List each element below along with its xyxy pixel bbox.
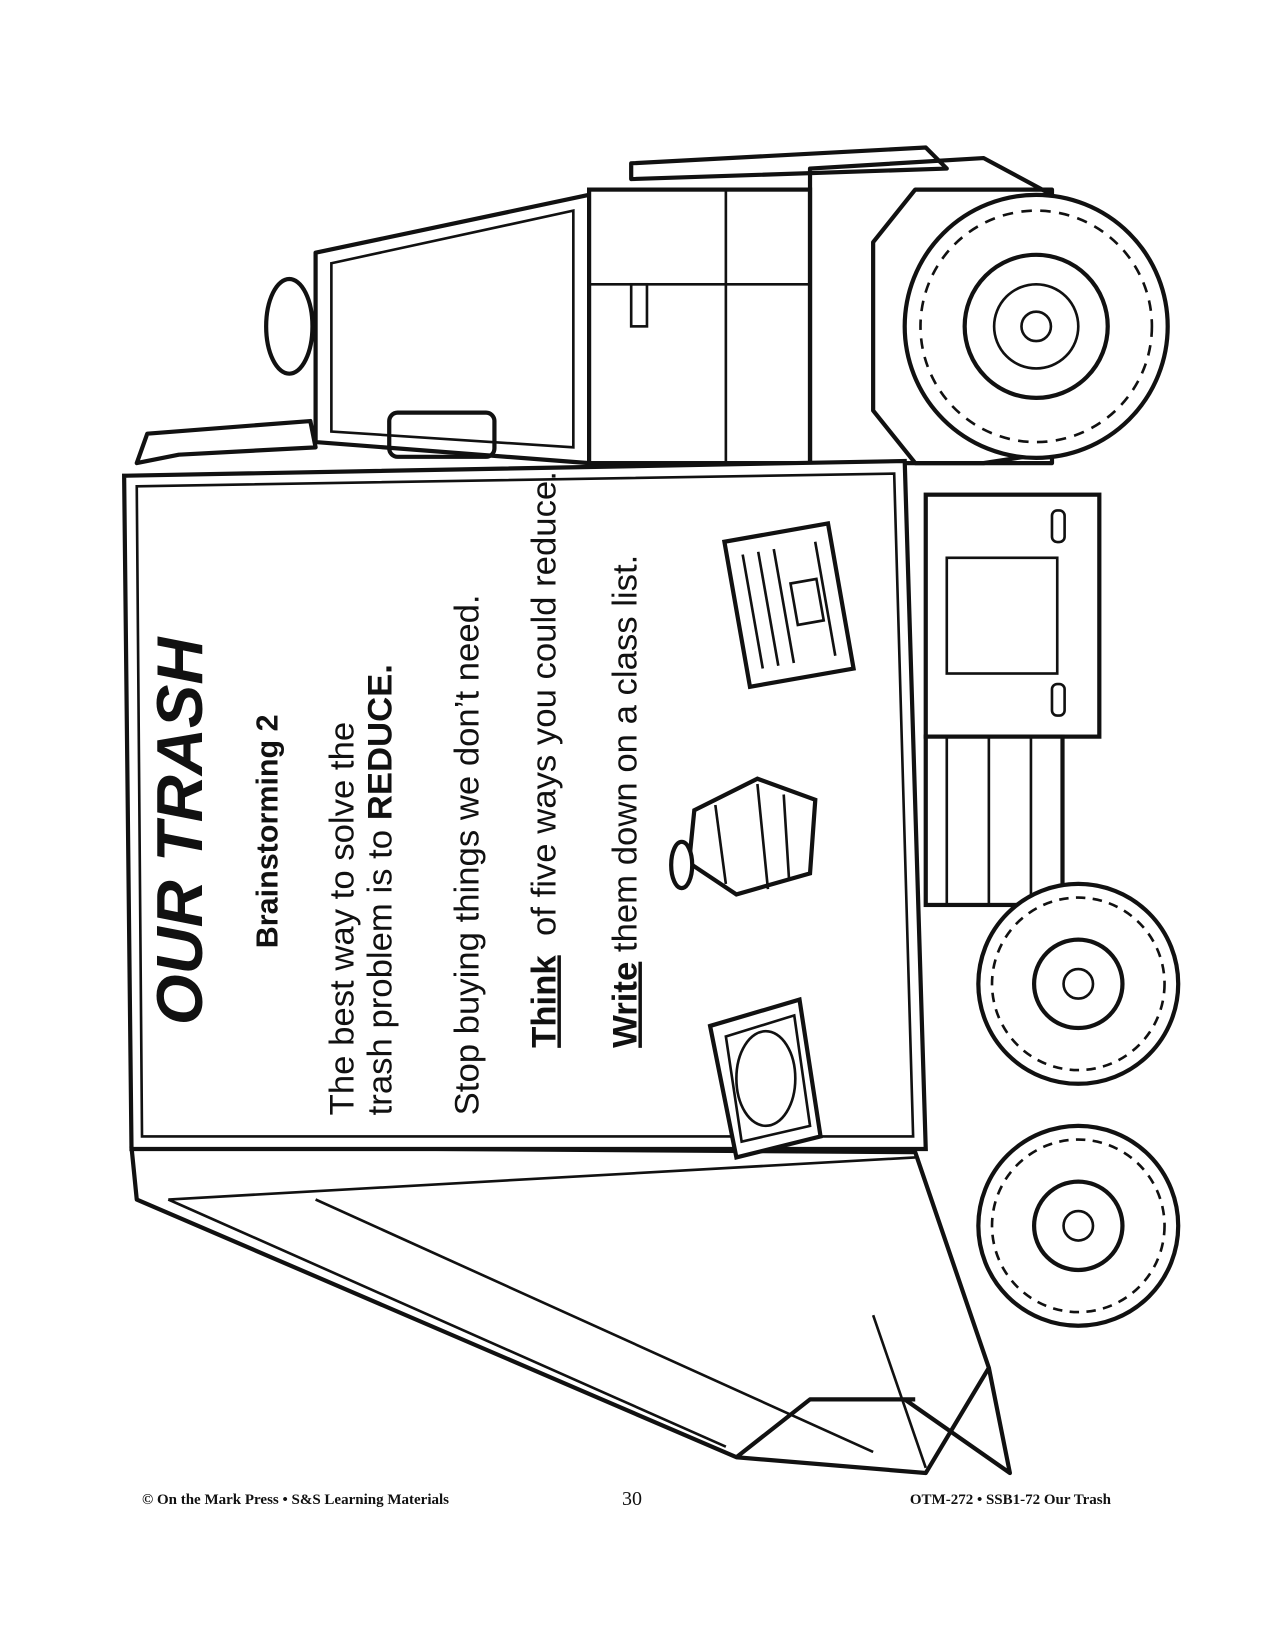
think-emphasis: Think <box>525 955 563 1048</box>
exhaust-stack <box>134 410 497 466</box>
body-line-3: Stop buying things we don’t need. <box>449 594 487 1115</box>
body-line-2: trash problem is to REDUCE. <box>361 664 399 1115</box>
sandwich-container-icon <box>707 996 823 1161</box>
rear-hopper <box>129 1144 1013 1476</box>
newspaper-icon <box>721 521 857 690</box>
chassis <box>923 492 1102 908</box>
crushed-can-icon <box>669 776 818 897</box>
truck-body-panel <box>122 458 928 1152</box>
page-number: 30 <box>622 1488 642 1510</box>
body-line-5: Write them down on a class list. <box>606 507 644 1116</box>
front-wheel <box>871 187 1170 466</box>
body-line-4: Think of five ways you could reduce. <box>525 423 563 1115</box>
reduce-emphasis: REDUCE. <box>361 664 399 820</box>
footer-publisher: © On the Mark Press • S&S Learning Mater… <box>142 1492 449 1508</box>
write-emphasis: Write <box>606 962 644 1048</box>
worksheet-text: OUR TRASH Brainstorming 2 The best way t… <box>143 423 644 1116</box>
body-line-1: The best way to solve the <box>323 722 361 1116</box>
body-line-2-text: trash problem is to <box>361 820 399 1115</box>
worksheet-subtitle: Brainstorming 2 <box>251 714 285 948</box>
worksheet-title: OUR TRASH <box>143 636 216 1026</box>
rear-wheel-1 <box>976 881 1181 1086</box>
rear-wheel-2 <box>976 1123 1181 1328</box>
footer-product-code: OTM-272 • SSB1-72 Our Trash <box>909 1492 1111 1508</box>
body-line-4-text: of five ways you could reduce. <box>525 471 563 955</box>
body-line-5-text: them down on a class list. <box>606 555 644 962</box>
